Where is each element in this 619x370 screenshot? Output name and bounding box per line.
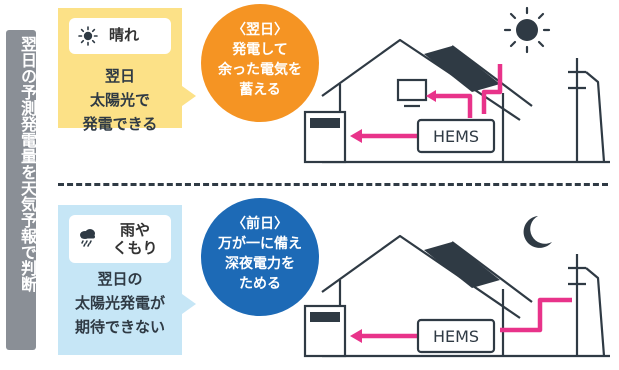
rainy-condition-line-1: 翌日の [97,270,143,288]
rainy-bubble-line-3: 深夜電力を [225,256,295,272]
top-arrows [360,64,503,139]
side-label: 翌日の予測発電量を天気予報で判断 [6,30,37,350]
sun-icon [78,26,98,46]
sunny-condition-line-3: 発電できる [82,115,158,133]
rainy-condition-panel: 雨や くもり 翌日の 太陽光発電が 期待できない [58,205,182,355]
top-house [321,38,610,164]
rainy-condition-line-3: 期待できない [74,318,165,336]
bottom-hems-label: HEMS [433,327,479,346]
bottom-solar-panel [424,242,500,288]
top-tv-icon [396,78,428,108]
rainy-action-bubble: 〈前日〉 万が一に備え 深夜電力を ためる [201,198,319,316]
rainy-bubble-line-2: 万が一に備え [218,236,302,252]
sunny-condition-line-2: 太陽光で [89,91,150,109]
rainy-bubble-line-1: 〈前日〉 [232,216,288,232]
sunny-action-bubble: 〈翌日〉 発電して 余った電気を 蓄える [201,4,319,122]
sunny-bubble-line-2: 発電して [232,42,288,58]
bottom-house [321,234,610,358]
sunny-condition-text: 翌日 太陽光で 発電できる [58,64,182,136]
weather-label-rainy-line-1: 雨や [119,221,150,239]
sunny-condition-panel: 晴れ 翌日 太陽光で 発電できる [58,8,182,133]
rain-cloud-icon [80,229,95,247]
weather-label-rainy: 雨や くもり [103,221,167,257]
sunny-bubble-line-3: 余った電気を [218,62,302,78]
rainy-condition-text: 翌日の 太陽光発電が 期待できない [58,267,182,339]
sunny-condition-line-1: 翌日 [104,67,135,85]
top-hems-box [416,118,496,154]
sunny-bubble-line-1: 〈翌日〉 [232,22,288,38]
weather-tag-sunny: 晴れ [69,18,171,54]
bottom-arrows [360,297,572,339]
top-battery-icon [303,110,347,164]
sunny-bubble-line-4: 蓄える [239,82,281,98]
weather-tag-rainy: 雨や くもり [69,215,171,263]
rainy-condition-line-2: 太陽光発電が [74,294,165,312]
bottom-battery-icon [303,304,347,358]
rainy-bubble-line-4: ためる [239,276,281,292]
section-divider [58,183,608,186]
sunny-panel-pointer [182,86,196,106]
side-label-text: 翌日の予測発電量を天気予報で判断 [18,36,37,292]
top-solar-panel [424,46,500,92]
rainy-panel-pointer [182,294,196,314]
weather-label-sunny: 晴れ [109,26,140,44]
bottom-hems-box [416,318,496,354]
weather-label-rainy-line-2: くもり [112,239,158,257]
sun-large-icon [503,6,551,54]
moon-icon [523,216,552,248]
top-hems-label: HEMS [433,127,479,146]
